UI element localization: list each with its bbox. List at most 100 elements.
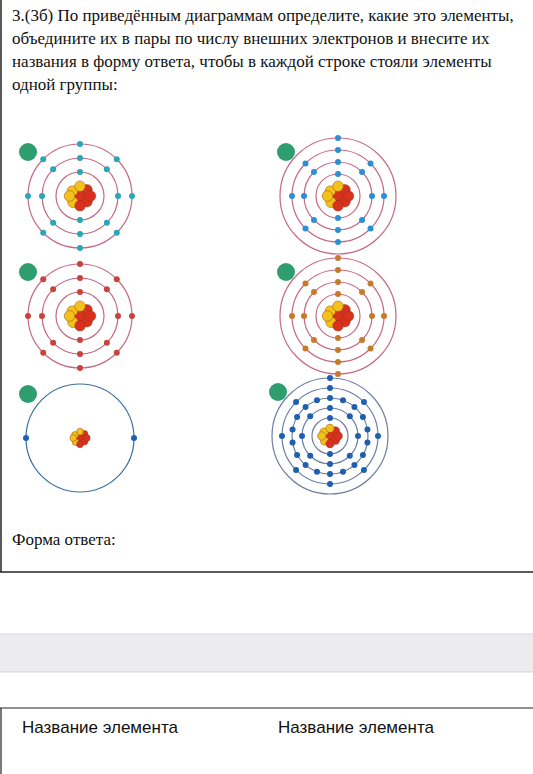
electron <box>335 239 341 245</box>
nucleon <box>64 311 75 322</box>
electron <box>307 453 313 459</box>
nucleon <box>326 440 334 448</box>
electron <box>25 193 31 199</box>
electron <box>361 399 367 405</box>
electron <box>335 291 341 297</box>
electron <box>327 451 333 457</box>
electron <box>294 414 300 420</box>
electron <box>335 159 341 165</box>
electron <box>364 426 370 432</box>
electron-shell <box>272 378 388 494</box>
electron <box>303 462 309 468</box>
electron-shell <box>282 388 378 484</box>
electron <box>302 160 308 166</box>
nucleon <box>326 424 334 432</box>
electron <box>50 220 56 226</box>
electron <box>381 193 387 199</box>
electron <box>77 141 83 147</box>
nucleon <box>333 301 344 312</box>
electron <box>327 481 333 487</box>
badge <box>269 383 287 401</box>
nucleon <box>64 191 75 202</box>
electron <box>307 413 313 419</box>
nucleon <box>75 181 86 192</box>
electron-shell <box>316 294 360 338</box>
band-edge <box>0 672 533 673</box>
table-header: Название элемента <box>278 716 434 739</box>
electron <box>114 276 120 282</box>
electron <box>114 350 120 356</box>
badge <box>19 385 37 403</box>
electron <box>50 286 56 292</box>
electron <box>293 467 299 473</box>
electron-shell <box>56 172 104 220</box>
electron <box>77 351 83 357</box>
electron <box>115 313 121 319</box>
electron <box>77 155 83 161</box>
electron <box>359 337 365 343</box>
electron <box>335 215 341 221</box>
electron-shell <box>292 270 384 362</box>
electron <box>129 313 135 319</box>
electron <box>314 469 320 475</box>
electron <box>355 433 361 439</box>
frame-line <box>0 571 533 573</box>
electron <box>50 340 56 346</box>
electron <box>335 135 341 141</box>
electron <box>77 365 83 371</box>
electron <box>360 452 366 458</box>
electron <box>340 397 346 403</box>
electron <box>50 166 56 172</box>
electron <box>299 433 305 439</box>
electron <box>311 337 317 343</box>
electron-shell <box>56 292 104 340</box>
electron-shell <box>292 398 368 474</box>
band-edge <box>0 634 533 635</box>
nucleon <box>343 311 354 322</box>
electron <box>347 413 353 419</box>
electron <box>77 261 83 267</box>
electron <box>347 453 353 459</box>
electron <box>335 371 341 377</box>
electron <box>77 231 83 237</box>
electron-shell <box>280 258 396 374</box>
electron <box>129 193 135 199</box>
electron <box>115 193 121 199</box>
electron <box>335 347 341 353</box>
electron <box>289 313 295 319</box>
electron-shell <box>304 162 372 230</box>
electron <box>39 313 45 319</box>
electron <box>131 435 137 441</box>
grey-band <box>0 634 533 672</box>
electron <box>327 415 333 421</box>
electron-shell <box>292 150 384 242</box>
task-text: 3.(3б) По приведённым диаграммам определ… <box>12 4 524 96</box>
electron <box>335 359 341 365</box>
electron <box>114 230 120 236</box>
electron <box>327 385 333 391</box>
nucleon <box>333 320 344 331</box>
electron <box>302 346 308 352</box>
electron <box>114 156 120 162</box>
electron <box>40 276 46 282</box>
electron <box>77 289 83 295</box>
electron-shell <box>280 138 396 254</box>
electron <box>368 280 374 286</box>
electron <box>77 245 83 251</box>
electron <box>77 217 83 223</box>
electron-shell <box>28 264 132 368</box>
electron <box>311 169 317 175</box>
electron <box>311 217 317 223</box>
frame-line <box>0 0 2 572</box>
electron <box>293 399 299 405</box>
electron <box>335 227 341 233</box>
electron <box>351 404 357 410</box>
electron <box>104 166 110 172</box>
table-line <box>0 708 1 774</box>
electron <box>39 193 45 199</box>
form-label: Форма ответа: <box>12 528 116 551</box>
nucleon <box>334 432 342 440</box>
badge <box>277 263 295 281</box>
electron <box>361 467 367 473</box>
